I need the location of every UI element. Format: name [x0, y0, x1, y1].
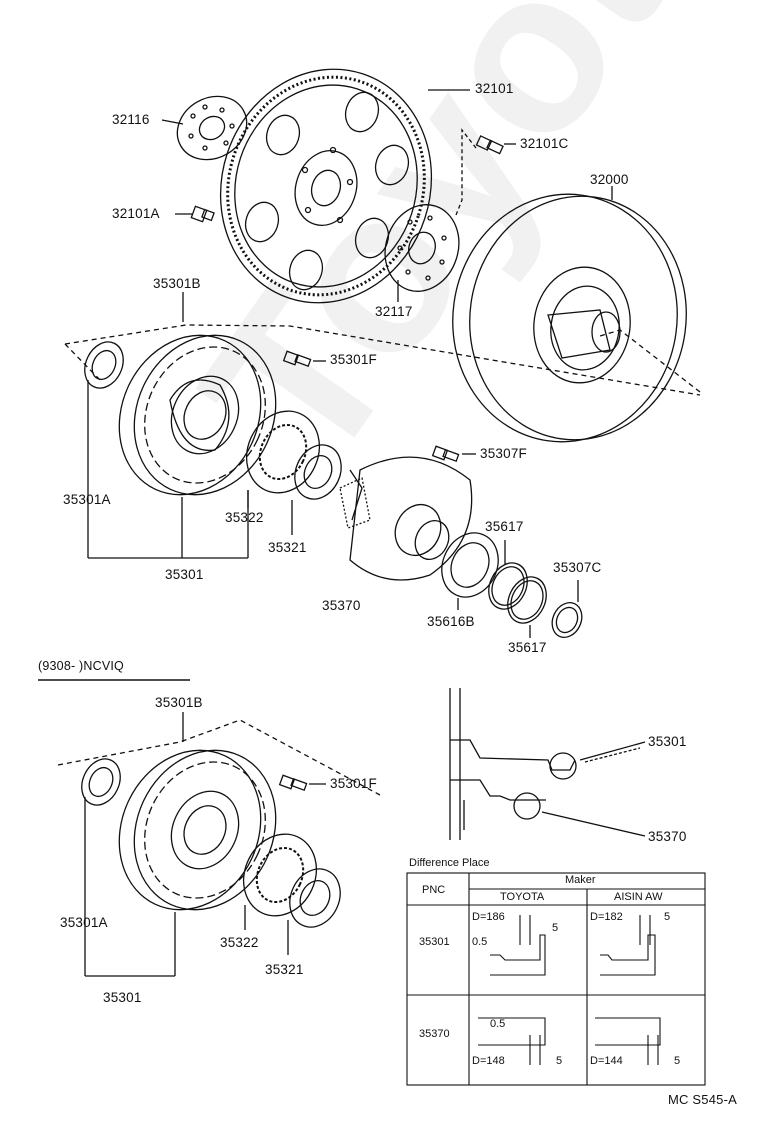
section-note: (9308- )NCVIQ [38, 659, 124, 673]
label-35307C: 35307C [553, 560, 602, 575]
label-32101C: 32101C [520, 136, 569, 151]
label-35616B: 35616B [427, 614, 475, 629]
bolt-35307F [431, 445, 460, 462]
row1-pnc: 35301 [419, 936, 450, 948]
ring-35617-b [507, 576, 547, 624]
gear-35321-top [294, 444, 342, 500]
gear-35322-top [246, 410, 320, 494]
bolt-35301F-top [282, 350, 312, 367]
label-32116: 32116 [112, 112, 150, 127]
label-35617-a: 35617 [485, 519, 524, 534]
label-35301-top: 35301 [165, 567, 204, 582]
oil-seal-35301B-bottom [81, 758, 121, 806]
label-35321-top: 35321 [268, 540, 307, 555]
row1-toyota-a: 0.5 [472, 936, 488, 948]
gear-35321-bottom [289, 868, 341, 928]
difference-table-title: Difference Place [409, 857, 490, 869]
row2-aisin-d: D=144 [590, 1055, 623, 1067]
label-detail-35301: 35301 [648, 734, 687, 749]
bushing-35307C [551, 601, 583, 639]
label-35321-bottom: 35321 [265, 962, 304, 977]
pnc-header: PNC [422, 884, 446, 896]
drive-plate-32101 [219, 68, 433, 304]
row2-pnc: 35370 [419, 1028, 450, 1040]
gear-35322-bottom [243, 833, 317, 917]
maker-toyota: TOYOTA [500, 891, 545, 903]
oil-seal-35301B-top [84, 341, 124, 389]
row1-aisin-d: D=182 [590, 911, 623, 923]
label-35301B-top: 35301B [153, 276, 201, 291]
label-35301A-top: 35301A [63, 492, 111, 507]
leader-32116 [161, 119, 184, 125]
label-35307F: 35307F [480, 446, 527, 461]
difference-table-grid [406, 872, 706, 1086]
label-35301F-bottom: 35301F [330, 776, 377, 791]
bolt-32101C [475, 135, 504, 155]
label-35301A-bottom: 35301A [60, 915, 108, 930]
detail-cross-section [449, 688, 646, 840]
label-32117: 32117 [375, 304, 413, 319]
bolt-32101A [190, 205, 215, 223]
label-35370: 35370 [322, 598, 361, 613]
maker-header: Maker [565, 874, 596, 886]
label-32000: 32000 [590, 172, 629, 187]
pump-body-35301-top [118, 334, 277, 496]
figure-code: MC S545-A [668, 1092, 737, 1107]
torque-converter-32000 [452, 193, 687, 443]
plate-32117 [384, 204, 460, 292]
row2-toyota-d: D=148 [472, 1055, 505, 1067]
row1-toyota-d: D=186 [472, 911, 505, 923]
maker-aisin: AISIN AW [614, 891, 663, 903]
ring-35616B [441, 532, 499, 598]
pump-body-35301-bottom [118, 749, 277, 911]
row2-aisin-b: 5 [674, 1055, 681, 1067]
label-35301B-bottom: 35301B [155, 695, 203, 710]
label-35301-bottom: 35301 [103, 990, 142, 1005]
row2-toyota-b: 5 [556, 1055, 563, 1067]
label-35322-top: 35322 [225, 510, 264, 525]
row2-toyota-a: 0.5 [490, 1018, 506, 1030]
label-32101: 32101 [475, 81, 514, 96]
ring-35617-a [488, 562, 528, 610]
label-detail-35370: 35370 [648, 829, 687, 844]
row1-aisin-b: 5 [664, 911, 671, 923]
plate-32116 [176, 95, 248, 161]
row1-toyota-b: 5 [552, 922, 559, 934]
bolt-35301F-bottom [278, 774, 308, 791]
stator-shaft-35370 [339, 456, 473, 581]
label-35322-bottom: 35322 [220, 935, 259, 950]
label-35617-b: 35617 [508, 640, 547, 655]
label-35301F-top: 35301F [330, 352, 377, 367]
label-32101A: 32101A [112, 206, 160, 221]
